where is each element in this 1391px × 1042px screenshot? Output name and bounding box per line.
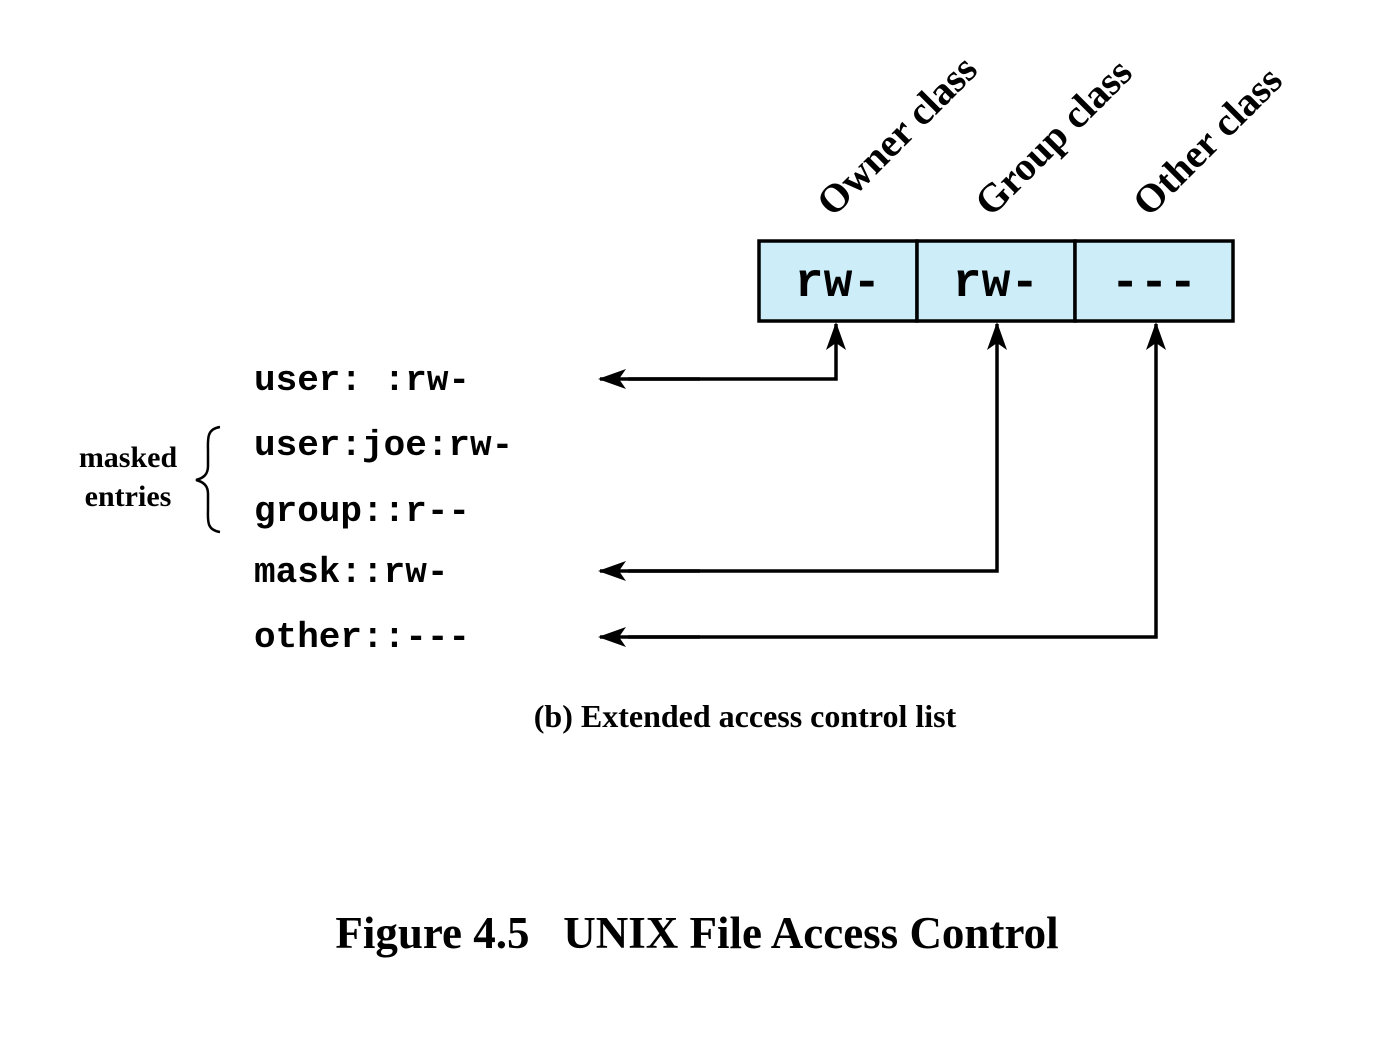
other-link-connector xyxy=(628,333,1158,639)
brace-label-line2: entries xyxy=(85,480,172,513)
acl-entry-other: other::--- xyxy=(254,617,470,658)
other-class-header: Other class xyxy=(1124,57,1291,224)
subcaption: (b) Extended access control list xyxy=(534,698,957,734)
owner-link-connector xyxy=(628,333,838,381)
group-bits-cell xyxy=(915,239,1077,323)
acl-entry-user-joe: user:joe:rw- xyxy=(254,425,513,466)
brace-label-line1: masked xyxy=(79,441,178,474)
owner-bits: rw- xyxy=(795,257,881,311)
figure-caption: Figure 4.5 UNIX File Access Control xyxy=(335,908,1058,958)
owner-bits-cell xyxy=(757,239,919,323)
acl-entry-user-owner: user: :rw- xyxy=(254,360,470,401)
other-bits: --- xyxy=(1111,257,1197,311)
other-bits-cell xyxy=(1073,239,1235,323)
acl-entry-group: group::r-- xyxy=(254,491,470,532)
group-bits: rw- xyxy=(953,257,1039,311)
permission-bits-box: rw- rw- --- xyxy=(757,239,1235,323)
acl-entry-list: user: :rw- user:joe:rw- group::r-- mask:… xyxy=(254,360,513,658)
masked-entries-brace xyxy=(195,425,221,534)
group-class-header: Group class xyxy=(966,49,1141,224)
acl-entry-mask: mask::rw- xyxy=(254,552,448,593)
group-link-connector xyxy=(628,333,999,573)
owner-class-header: Owner class xyxy=(808,46,986,224)
